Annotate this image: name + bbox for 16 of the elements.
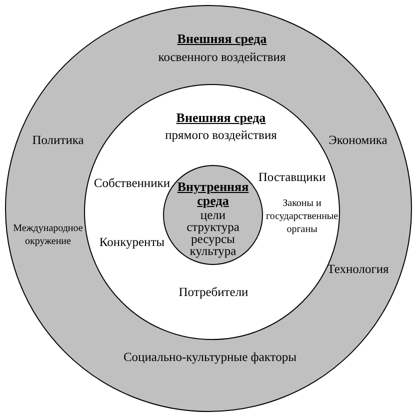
factor-label: Международное окружение (12, 222, 84, 248)
ring-heading: Внешняя среда (175, 111, 267, 125)
ring-subheading: прямого воздействия (164, 128, 278, 142)
factor-label: Технология (326, 262, 390, 276)
factor-label: Потребители (178, 285, 250, 299)
factor-label: Поставщики (257, 170, 327, 184)
factor-label: Социально-культурные факторы (122, 350, 298, 364)
ring-heading: Внешняя среда (176, 32, 268, 46)
factor-label: Конкуренты (98, 235, 166, 249)
core-item: структура (186, 220, 240, 234)
factor-label: Экономика (328, 133, 388, 147)
factor-label: Законы и государственные органы (266, 197, 338, 236)
core-item: цели (199, 208, 227, 222)
factor-label: Собственники (92, 176, 172, 190)
ring-subheading: косвенного воздействия (157, 50, 287, 64)
factor-label: Политика (31, 133, 85, 147)
